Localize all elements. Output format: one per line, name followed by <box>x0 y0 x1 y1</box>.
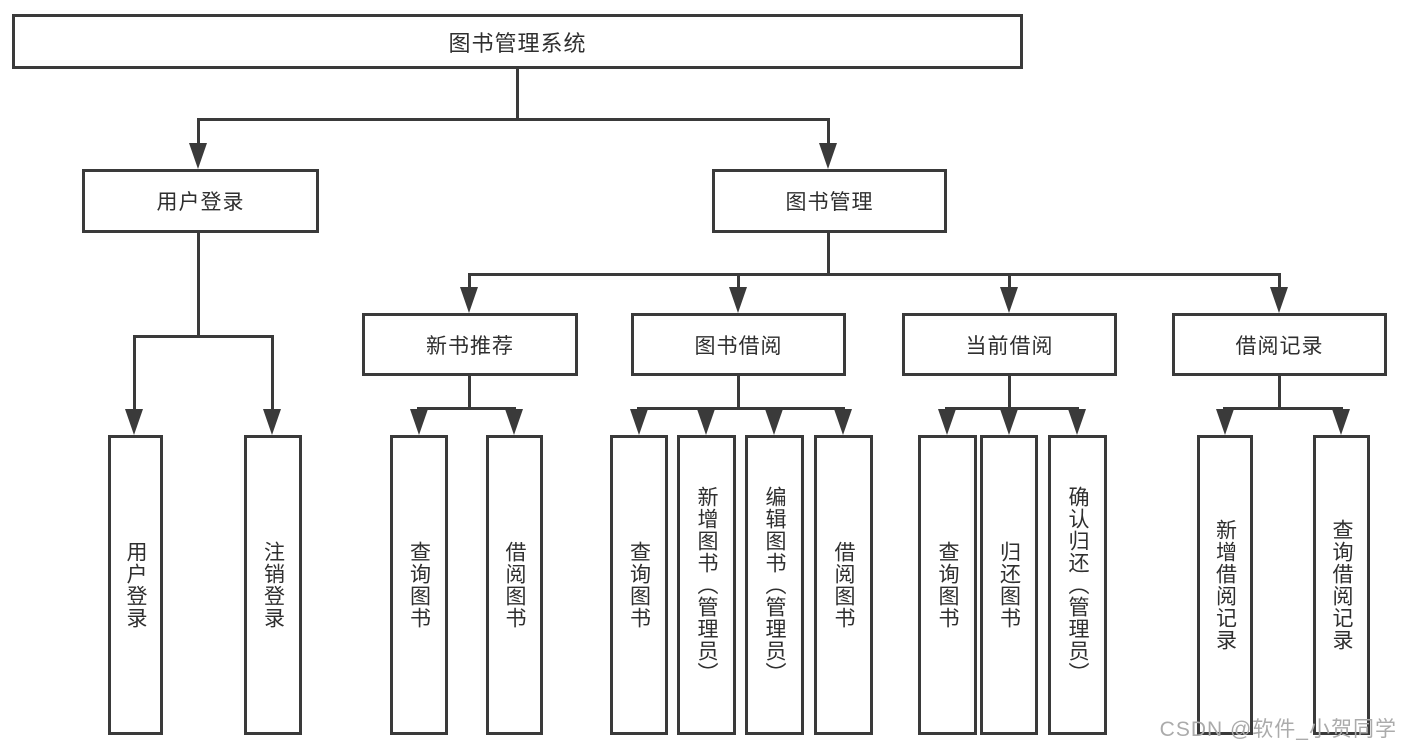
connector <box>271 335 274 419</box>
leaf-user-login-label: 用户登录 <box>124 541 147 629</box>
leaf-logout: 注销登录 <box>244 435 302 735</box>
leaf-bb-add-books-admin-label: 新增图书（管理员） <box>695 486 718 684</box>
node-borrow-record: 借阅记录 <box>1172 313 1387 376</box>
connector <box>1008 375 1011 409</box>
leaf-br-query-record-label: 查询借阅记录 <box>1330 519 1353 651</box>
connector <box>197 232 200 337</box>
connector <box>468 273 1281 276</box>
node-book-borrow: 图书借阅 <box>631 313 846 376</box>
arrow-down-icon <box>1270 287 1288 313</box>
leaf-br-query-record: 查询借阅记录 <box>1313 435 1370 735</box>
leaf-cb-return-books-label: 归还图书 <box>997 541 1021 629</box>
arrow-down-icon <box>1216 409 1234 435</box>
leaf-user-login: 用户登录 <box>108 435 163 735</box>
leaf-bb-edit-books-admin-label: 编辑图书（管理员） <box>763 486 786 684</box>
connector <box>737 375 740 409</box>
connector <box>133 335 274 338</box>
node-root: 图书管理系统 <box>12 14 1023 69</box>
arrow-down-icon <box>505 409 523 435</box>
arrow-down-icon <box>1000 409 1018 435</box>
leaf-cb-confirm-return-admin-label: 确认归还（管理员） <box>1066 486 1089 684</box>
connector <box>827 118 830 152</box>
node-new-book-recommend-label: 新书推荐 <box>426 334 514 358</box>
node-current-borrow: 当前借阅 <box>902 313 1117 376</box>
arrow-down-icon <box>125 409 143 435</box>
leaf-bb-edit-books-admin: 编辑图书（管理员） <box>745 435 804 735</box>
arrow-down-icon <box>834 409 852 435</box>
leaf-bb-borrow-books-label: 借阅图书 <box>832 541 855 629</box>
leaf-logout-label: 注销登录 <box>261 541 285 629</box>
connector <box>417 407 516 410</box>
arrow-down-icon <box>1332 409 1350 435</box>
connector <box>1278 273 1281 297</box>
leaf-cb-query-books-label: 查询图书 <box>936 541 959 629</box>
leaf-cb-confirm-return-admin: 确认归还（管理员） <box>1048 435 1107 735</box>
arrow-down-icon <box>819 143 837 169</box>
node-new-book-recommend: 新书推荐 <box>362 313 578 376</box>
node-book-borrow-label: 图书借阅 <box>694 334 783 358</box>
arrow-down-icon <box>1000 287 1018 313</box>
connector <box>945 407 1079 410</box>
arrow-down-icon <box>938 409 956 435</box>
connector <box>637 407 845 410</box>
connector <box>133 335 136 419</box>
node-user-login-label: 用户登录 <box>156 191 245 214</box>
arrow-down-icon <box>460 287 478 313</box>
arrow-down-icon <box>765 409 783 435</box>
connector <box>197 118 200 152</box>
node-book-management: 图书管理 <box>712 169 947 233</box>
leaf-nbr-query-books-label: 查询图书 <box>407 541 431 629</box>
connector <box>197 118 830 121</box>
arrow-down-icon <box>263 409 281 435</box>
watermark: CSDN @软件_小贺同学 <box>1159 718 1397 741</box>
leaf-nbr-query-books: 查询图书 <box>390 435 448 735</box>
connector <box>468 375 471 409</box>
leaf-bb-add-books-admin: 新增图书（管理员） <box>677 435 736 735</box>
leaf-nbr-borrow-books-label: 借阅图书 <box>503 541 526 629</box>
connector <box>468 273 471 297</box>
node-root-label: 图书管理系统 <box>448 30 587 56</box>
node-user-login: 用户登录 <box>82 169 319 233</box>
leaf-bb-query-books: 查询图书 <box>610 435 668 735</box>
arrow-down-icon <box>630 409 648 435</box>
leaf-bb-borrow-books: 借阅图书 <box>814 435 873 735</box>
leaf-br-add-record-label: 新增借阅记录 <box>1213 519 1237 651</box>
arrow-down-icon <box>697 409 715 435</box>
connector <box>1008 273 1011 297</box>
arrow-down-icon <box>729 287 747 313</box>
leaf-br-add-record: 新增借阅记录 <box>1197 435 1253 735</box>
connector <box>1278 375 1281 409</box>
leaf-cb-return-books: 归还图书 <box>980 435 1038 735</box>
leaf-bb-query-books-label: 查询图书 <box>627 541 651 629</box>
connector <box>1223 407 1343 410</box>
leaf-nbr-borrow-books: 借阅图书 <box>486 435 543 735</box>
arrow-down-icon <box>1068 409 1086 435</box>
leaf-cb-query-books: 查询图书 <box>918 435 977 735</box>
connector <box>737 273 740 297</box>
node-current-borrow-label: 当前借阅 <box>965 334 1054 358</box>
node-borrow-record-label: 借阅记录 <box>1235 334 1324 358</box>
connector <box>827 232 830 275</box>
node-book-management-label: 图书管理 <box>785 191 874 214</box>
arrow-down-icon <box>189 143 207 169</box>
arrow-down-icon <box>410 409 428 435</box>
connector <box>516 69 519 120</box>
